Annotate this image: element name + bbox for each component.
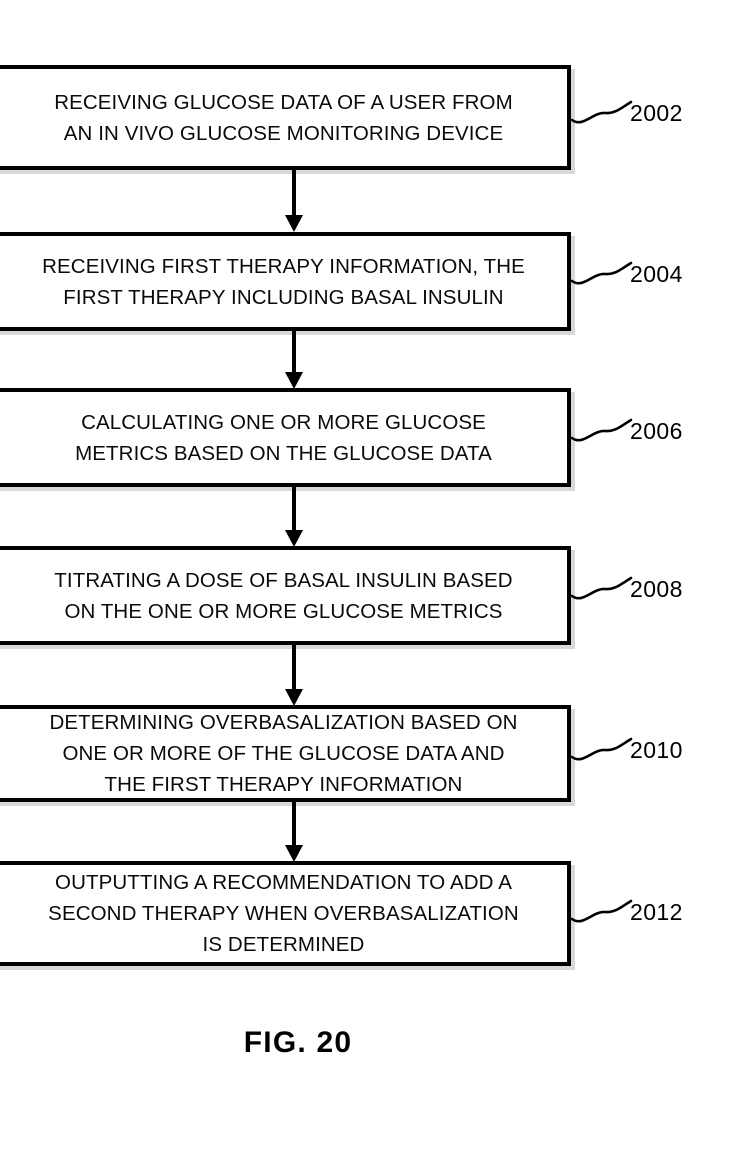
arrow-head-icon	[285, 215, 303, 232]
reference-numeral-2008: 2008	[630, 576, 683, 602]
connector-arrow-2004-to-2006	[285, 331, 303, 389]
leader-line-2012	[570, 895, 639, 929]
flow-step-text-2002: RECEIVING GLUCOSE DATA OF A USER FROM AN…	[54, 90, 513, 145]
flow-step-text-2006: CALCULATING ONE OR MORE GLUCOSE METRICS …	[75, 410, 492, 465]
figure-caption: FIG. 20	[243, 1026, 353, 1059]
arrow-head-icon	[285, 689, 303, 706]
arrow-shaft	[292, 170, 296, 216]
leader-line-2008	[570, 572, 639, 606]
flow-step-box-2006: CALCULATING ONE OR MORE GLUCOSE METRICS …	[0, 388, 571, 487]
flow-step-text-2008: TITRATING A DOSE OF BASAL INSULIN BASED …	[54, 568, 513, 623]
connector-arrow-2010-to-2012	[285, 802, 303, 862]
arrow-head-icon	[285, 372, 303, 389]
flow-step-box-2008: TITRATING A DOSE OF BASAL INSULIN BASED …	[0, 546, 571, 645]
leader-line-2010	[570, 733, 639, 767]
arrow-head-icon	[285, 530, 303, 547]
flow-step-text-2012: OUTPUTTING A RECOMMENDATION TO ADD A SEC…	[48, 871, 519, 956]
arrow-shaft	[292, 331, 296, 373]
flow-step-box-2002: RECEIVING GLUCOSE DATA OF A USER FROM AN…	[0, 65, 571, 170]
connector-arrow-2006-to-2008	[285, 487, 303, 547]
arrow-head-icon	[285, 845, 303, 862]
leader-line-2004	[570, 257, 639, 291]
reference-numeral-2004: 2004	[630, 261, 683, 287]
leader-line-2006	[570, 414, 639, 448]
reference-numeral-2012: 2012	[630, 899, 683, 925]
reference-numeral-2002: 2002	[630, 100, 683, 126]
flow-step-text-2004: RECEIVING FIRST THERAPY INFORMATION, THE…	[42, 254, 525, 309]
connector-arrow-2008-to-2010	[285, 645, 303, 706]
arrow-shaft	[292, 645, 296, 690]
flow-step-box-2010: DETERMINING OVERBASALIZATION BASED ON ON…	[0, 705, 571, 802]
arrow-shaft	[292, 802, 296, 846]
connector-arrow-2002-to-2004	[285, 170, 303, 232]
flow-step-box-2012: OUTPUTTING A RECOMMENDATION TO ADD A SEC…	[0, 861, 571, 966]
reference-numeral-2010: 2010	[630, 737, 683, 763]
reference-numeral-2006: 2006	[630, 418, 683, 444]
flow-step-box-2004: RECEIVING FIRST THERAPY INFORMATION, THE…	[0, 232, 571, 331]
flow-step-text-2010: DETERMINING OVERBASALIZATION BASED ON ON…	[49, 711, 518, 796]
leader-line-2002	[570, 96, 639, 130]
arrow-shaft	[292, 487, 296, 531]
